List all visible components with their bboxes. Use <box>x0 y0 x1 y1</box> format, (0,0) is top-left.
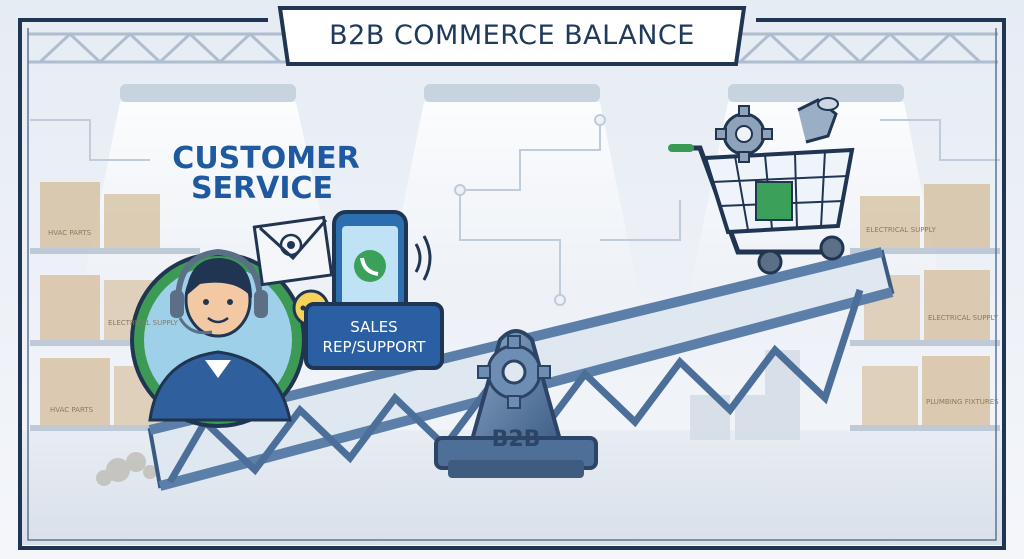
heading-line-2: SERVICE <box>191 171 333 206</box>
pipe-fitting-icon <box>797 97 839 144</box>
shelf-labels: HVAC PARTS ELECTRICAL SUPPLY HVAC PARTS … <box>48 226 999 414</box>
shelf-label-left-top: HVAC PARTS <box>48 229 92 237</box>
headset-agent-icon <box>130 248 306 428</box>
fulcrum-base <box>434 329 598 478</box>
sign-line-1: SALES <box>350 318 397 336</box>
sign-line-2: REP/SUPPORT <box>323 338 427 356</box>
circuit-lines <box>30 114 1000 306</box>
phone-icon <box>332 210 432 332</box>
right-shelving <box>850 184 1000 431</box>
title-plate <box>277 6 747 66</box>
heading-line-1: CUSTOMER <box>172 141 359 176</box>
shelf-label-right-top: ELECTRICAL SUPPLY <box>866 226 937 234</box>
outer-frame <box>18 18 1006 550</box>
shelf-label-right-bottom: PLUMBING FIXTURES <box>926 398 999 406</box>
heading-text: CUSTOMER SERVICE <box>172 141 359 206</box>
fulcrum-label: B2B <box>492 427 541 452</box>
shopping-cart-icon <box>668 144 855 275</box>
shelf-label-left-mid: ELECTRICAL SUPPLY <box>108 319 179 327</box>
cart-gear-icon <box>715 105 773 163</box>
gear-icon <box>477 335 551 409</box>
shelf-label-right-mid: ELECTRICAL SUPPLY <box>928 314 999 322</box>
sign-text: SALES REP/SUPPORT <box>323 318 427 356</box>
dust-cloud <box>96 452 157 486</box>
ceiling-truss <box>28 31 998 65</box>
page-title: B2B COMMERCE BALANCE <box>329 19 695 51</box>
email-icon <box>252 215 334 287</box>
sales-rep-sign <box>304 302 444 370</box>
left-shelving <box>30 182 200 431</box>
shelf-label-left-bottom: HVAC PARTS <box>50 406 94 414</box>
